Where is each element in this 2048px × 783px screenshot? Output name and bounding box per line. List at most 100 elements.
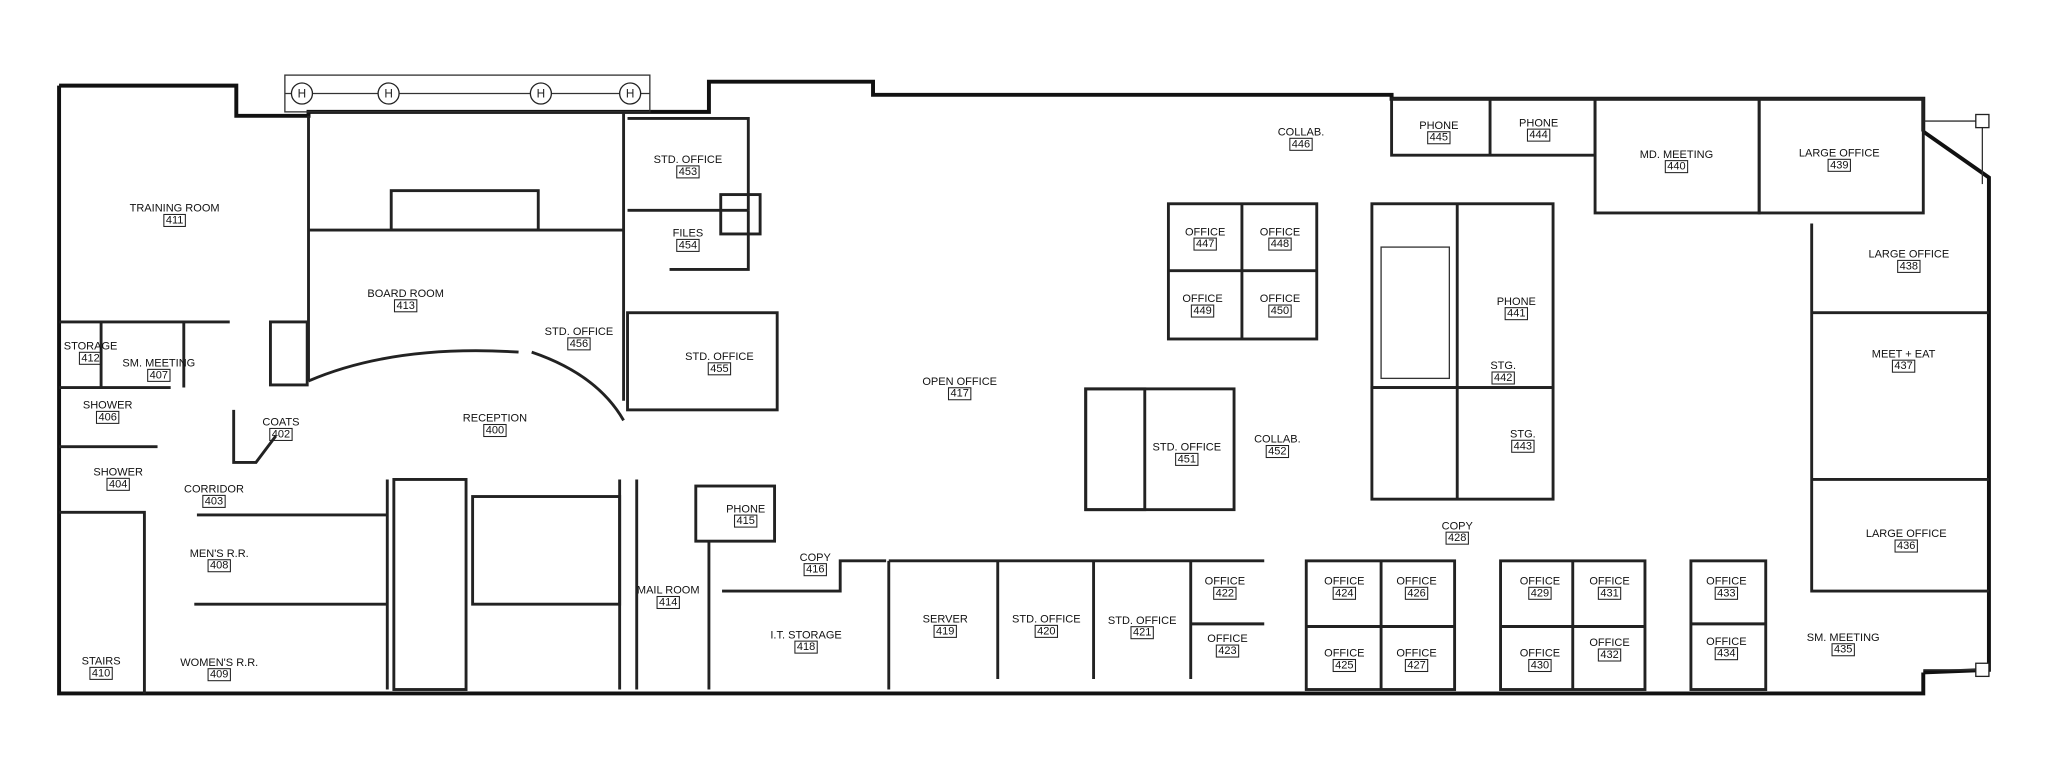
entry-canopy: H H H H	[284, 74, 651, 113]
svg-text:H: H	[626, 86, 635, 100]
canopy-column: H	[377, 82, 400, 105]
room-name: OFFICE	[1185, 226, 1225, 238]
room-name: OFFICE	[1260, 226, 1300, 238]
room-number-box	[89, 666, 113, 680]
room-name: LARGE OFFICE	[1866, 528, 1947, 540]
room-number: 408	[210, 560, 228, 572]
room-name: OFFICE	[1324, 648, 1364, 660]
room-number-box	[269, 427, 293, 441]
room-number-box	[733, 514, 758, 528]
room-number: 420	[1037, 625, 1055, 637]
room-number: 445	[1430, 132, 1448, 144]
room-name: I.T. STORAGE	[770, 629, 841, 641]
room-number: 453	[679, 166, 697, 178]
room-name: OFFICE	[1520, 575, 1560, 587]
room-name: COPY	[1442, 520, 1474, 532]
room-number-box	[1034, 624, 1059, 638]
room-label: COLLAB.446	[1278, 127, 1324, 151]
canopy-column: H	[290, 82, 314, 105]
room-number-box	[483, 423, 507, 438]
room-number: 427	[1407, 660, 1425, 672]
room-number: 412	[81, 352, 99, 364]
room-number-box	[147, 368, 171, 382]
room-number: 410	[92, 667, 110, 679]
room-number-box	[1404, 658, 1429, 673]
room-number: 442	[1494, 372, 1512, 384]
room-name: OFFICE	[1396, 575, 1436, 587]
room-number: 444	[1529, 129, 1547, 141]
room-name: PHONE	[1497, 296, 1536, 308]
room-number: 417	[950, 388, 968, 400]
room-name: OFFICE	[1182, 293, 1222, 305]
room-name: OFFICE	[1396, 648, 1436, 660]
room-number: 425	[1335, 660, 1353, 672]
room-number: 419	[936, 625, 954, 637]
interior-walls	[59, 97, 1989, 694]
room-number-box	[1894, 539, 1918, 553]
room-number-box	[1528, 658, 1552, 673]
room-number-box	[202, 494, 226, 508]
room-name: STD. OFFICE	[685, 351, 754, 363]
room-number-box	[933, 624, 957, 638]
room-number: 406	[98, 411, 116, 423]
room-number: 452	[1268, 446, 1286, 458]
room-name: MEET + EAT	[1872, 348, 1936, 360]
room-name: OFFICE	[1706, 636, 1746, 648]
room-name: MAIL ROOM	[637, 585, 700, 597]
room-number-box	[1511, 439, 1535, 453]
room-name: STAIRS	[82, 656, 121, 668]
room-number: 402	[272, 428, 290, 440]
room-name: RECEPTION	[463, 413, 527, 425]
room-number: 404	[109, 478, 127, 490]
room-number-box	[78, 351, 103, 365]
canopy-column: H	[618, 82, 642, 105]
room-label: COLLAB.452	[1254, 434, 1301, 459]
room-number: 403	[205, 495, 223, 507]
canopy-column: H	[529, 82, 553, 105]
room-number: 450	[1271, 305, 1289, 317]
room-number: 437	[1894, 360, 1912, 372]
room-name: OPEN OFFICE	[922, 376, 997, 388]
room-name: SM. MEETING	[122, 358, 195, 370]
room-number-box	[676, 238, 700, 252]
room-number-box	[676, 165, 700, 179]
room-number: 416	[806, 564, 824, 576]
room-number-box	[1597, 586, 1622, 600]
room-number: 429	[1531, 587, 1549, 599]
room-number: 414	[659, 596, 677, 608]
room-number-box	[106, 477, 130, 491]
room-number: 421	[1133, 627, 1151, 639]
room-name: COPY	[800, 552, 832, 564]
room-number-box	[1332, 658, 1357, 673]
room-name: OFFICE	[1589, 575, 1629, 587]
room-label: MEN'S R.R.408	[190, 548, 249, 573]
room-number-box	[1190, 304, 1215, 318]
room-number: 426	[1407, 587, 1425, 599]
room-number-box	[803, 563, 827, 577]
room-number-box	[1597, 648, 1622, 662]
room-name: PHONE	[1419, 120, 1458, 132]
